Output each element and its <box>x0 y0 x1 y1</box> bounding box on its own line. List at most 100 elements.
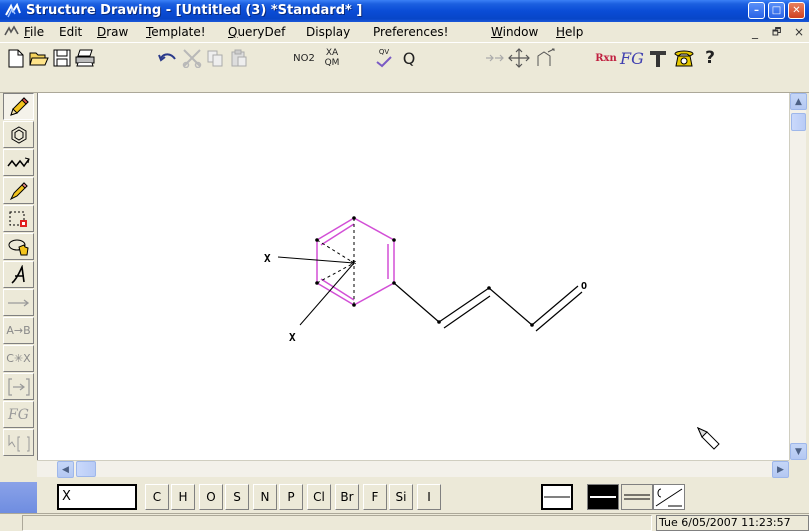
maximize-button[interactable]: □ <box>768 2 785 19</box>
menu-display[interactable]: Display <box>306 25 351 39</box>
status-bar: Tue 6/05/2007 11:23:57 <box>0 513 809 531</box>
cut-button[interactable] <box>181 47 203 69</box>
center-button[interactable] <box>508 47 530 69</box>
atom-map-tool[interactable]: A→B <box>3 317 34 344</box>
double-arrow-right-icon <box>486 54 504 62</box>
mdi-restore-button[interactable]: 🗗 <box>772 27 782 38</box>
chevron-up-icon: ▲ <box>795 96 802 107</box>
move-left-button[interactable] <box>484 47 506 69</box>
element-input[interactable]: X <box>57 484 137 510</box>
new-button[interactable] <box>6 47 26 69</box>
help-button[interactable]: ? <box>700 47 720 69</box>
copy-button[interactable] <box>205 47 225 69</box>
scrollbar-corner <box>789 460 809 477</box>
phone-support-button[interactable] <box>672 47 696 69</box>
print-button[interactable] <box>74 47 96 69</box>
element-i-button[interactable]: I <box>417 484 441 510</box>
no2-template-button[interactable]: NO2 <box>291 47 317 69</box>
vertical-scroll-thumb[interactable] <box>791 113 806 131</box>
q-label: Q <box>402 48 416 68</box>
rxn-label: Rxn <box>595 52 617 64</box>
no2-label: NO2 <box>293 52 315 64</box>
element-cl-button[interactable]: Cl <box>307 484 331 510</box>
functional-group-button[interactable]: FG <box>620 47 644 69</box>
atom-query-button[interactable]: XA QM <box>320 47 344 69</box>
chain-tool[interactable] <box>3 149 34 176</box>
atom-label-x-lower: X <box>289 331 296 344</box>
paste-clipboard-icon <box>231 49 247 67</box>
document-app-icon[interactable] <box>4 25 20 39</box>
hammer-icon <box>650 51 666 67</box>
menu-edit[interactable]: Edit <box>59 25 83 39</box>
title-bar[interactable]: Structure Drawing - [Untitled (3) *Stand… <box>0 0 809 22</box>
select-tool[interactable] <box>3 205 34 232</box>
chevron-down-icon: ▼ <box>795 446 802 457</box>
pencil-draw-tool[interactable] <box>3 93 34 120</box>
cursor-bracket-icon <box>8 434 29 451</box>
help-question-label: ? <box>705 48 715 68</box>
horizontal-scroll-thumb[interactable] <box>76 461 96 477</box>
lasso-tool[interactable] <box>3 233 34 260</box>
single-bond-button[interactable] <box>541 484 573 510</box>
molecule-drawing: X X O * <box>264 216 720 450</box>
functional-group-tool[interactable]: FG <box>3 401 34 428</box>
menu-help[interactable]: Help <box>556 25 584 39</box>
element-p-button[interactable]: P <box>279 484 303 510</box>
menu-preferences[interactable]: Preferences! <box>373 25 449 39</box>
query-verify-button[interactable]: QV <box>372 47 396 69</box>
query-button[interactable]: Q <box>399 47 419 69</box>
atom-label-oxygen: O <box>581 281 587 292</box>
benzene-ring <box>316 217 395 306</box>
element-n-button[interactable]: N <box>253 484 277 510</box>
thick-bond-button[interactable] <box>587 484 619 510</box>
element-s-button[interactable]: S <box>225 484 249 510</box>
save-button[interactable] <box>52 47 72 69</box>
bond-query-tool[interactable]: C✳X <box>3 345 34 372</box>
scroll-left-button[interactable]: ◀ <box>57 461 74 478</box>
menu-draw[interactable]: Draw <box>97 25 129 39</box>
status-message <box>22 515 652 531</box>
crosshair-move-icon <box>508 48 530 68</box>
mdi-close-button[interactable]: × <box>794 25 805 39</box>
menu-querydef[interactable]: QueryDef <box>228 25 286 39</box>
element-c-button[interactable]: C <box>145 484 169 510</box>
menu-file[interactable]: File <box>24 25 45 39</box>
double-bond-button[interactable] <box>621 484 653 510</box>
eraser-tool[interactable] <box>3 177 34 204</box>
element-o-button[interactable]: O <box>199 484 223 510</box>
double-bond-icon <box>624 494 650 500</box>
chevron-left-icon: ◀ <box>62 464 69 475</box>
paste-button[interactable] <box>229 47 249 69</box>
horizontal-scrollbar[interactable]: ◀ ▶ <box>37 460 789 478</box>
close-button[interactable]: ✕ <box>788 2 805 19</box>
scroll-down-button[interactable]: ▼ <box>790 443 807 460</box>
element-f-button[interactable]: F <box>363 484 387 510</box>
open-button[interactable] <box>28 47 50 69</box>
text-tool[interactable] <box>3 261 34 288</box>
menu-window[interactable]: Window <box>491 25 539 39</box>
select-bracket-tool[interactable] <box>3 429 34 456</box>
ring-tool[interactable] <box>3 121 34 148</box>
tools-button[interactable] <box>646 47 670 69</box>
mdi-minimize-button[interactable]: _ <box>752 25 758 39</box>
arrow-tool[interactable] <box>3 289 34 316</box>
custom-bond-button[interactable] <box>653 484 685 510</box>
close-icon: ✕ <box>792 5 801 16</box>
menu-template[interactable]: Template! <box>146 25 206 39</box>
rotate-button[interactable] <box>533 47 557 69</box>
reaction-button[interactable]: Rxn <box>594 47 618 69</box>
vertical-scrollbar[interactable]: ▲ ▼ <box>789 93 807 460</box>
atom-label-x-upper: X <box>264 252 271 265</box>
scroll-up-button[interactable]: ▲ <box>790 93 807 110</box>
element-bar: X C H O S N P Cl Br F Si I <box>37 482 809 512</box>
minimize-button[interactable]: – <box>748 2 765 19</box>
bracket-tool[interactable] <box>3 373 34 400</box>
scroll-right-button[interactable]: ▶ <box>772 461 789 478</box>
element-si-button[interactable]: Si <box>389 484 413 510</box>
drawing-canvas[interactable]: X X O * <box>37 93 789 460</box>
element-br-button[interactable]: Br <box>335 484 359 510</box>
element-h-button[interactable]: H <box>171 484 195 510</box>
fg-label: FG <box>620 48 644 68</box>
undo-button[interactable] <box>157 47 179 69</box>
